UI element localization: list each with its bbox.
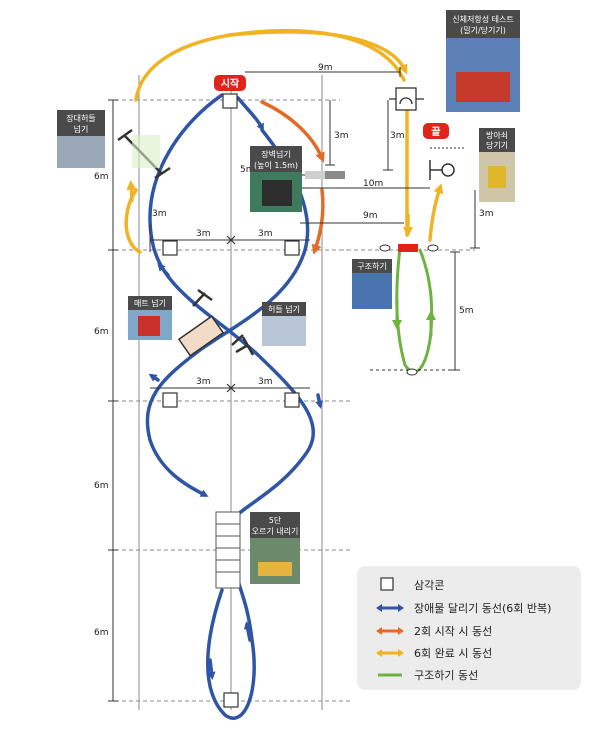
station-mat: 매트 넘기 [128,296,172,340]
cone-bottom [223,692,239,708]
track-lines [138,75,323,710]
dim-9m-mid: 9m [363,211,378,221]
firearm-line2: 당기기 [486,140,508,150]
cone-r1-right [284,240,300,256]
rescue-start [379,244,439,376]
legend-cone-icon [380,577,394,591]
start-label: 시작 [221,77,240,90]
yellow-route [124,29,444,254]
fitness-device [389,87,424,111]
legend-cone: 삼각콘 [414,579,444,592]
rescue-photo [352,273,392,309]
hurdle-big-line2: 넘기 [74,124,89,134]
end-label: 끝 [431,126,440,138]
station-fitness: 신체저항성 테스트 (밀기/당기기) [446,10,520,112]
dim-3m-b: 3m [390,131,405,141]
cone-start [222,93,238,109]
hurdle-line1: 허들 넘기 [268,304,300,314]
rescue-line1: 구조하기 [357,261,386,271]
fitness-line2: (밀기/당기기) [460,25,506,35]
dim-10m: 10m [363,179,383,189]
hurdle-big-photo [57,136,105,168]
wall-line2: (높이 1.5m) [254,160,298,170]
dim-3m-right: 3m [479,209,494,219]
steps-line2: 오르기 내리기 [252,527,299,536]
dim-6m-3: 6m [94,481,109,491]
hurdle-photo [262,316,306,346]
station-wall: 장벽넘기 (높이 1.5m) [250,146,302,212]
mat-obstacle [177,288,225,357]
steps-line1: 5단 [269,515,282,525]
dim-3m-row2-left: 3m [196,377,211,387]
dim-3m-left: 3m [152,209,167,219]
steps-photo [250,538,300,584]
dim-3m-row2-right: 3m [258,377,273,387]
legend: 삼각콘 장애물 달리기 동선(6회 반복) 2회 시작 시 동선 6회 완료 시… [357,566,581,690]
wall-obstacle [305,171,345,179]
left-dimension [108,99,118,702]
measure-lines [149,67,480,389]
legend-blue: 장애물 달리기 동선(6회 반복) [414,602,551,615]
hurdle-big-line1: 장대허들 [66,113,95,123]
wall-line1: 장벽넘기 [261,149,290,159]
center-marks [226,235,236,393]
start-badge [214,75,246,91]
station-rescue: 구조하기 [352,259,392,309]
legend-orange: 2회 시작 시 동선 [414,625,492,638]
legend-green: 구조하기 동선 [414,668,478,682]
cone-r2-right [284,392,300,408]
firearm-station [429,160,455,180]
dim-3m-a: 3m [334,131,349,141]
fitness-line1: 신체저항성 테스트 [452,14,513,24]
hurdle-big [117,128,171,180]
station-firearm: 방아쇠 당기기 [479,128,515,202]
firearm-line1: 방아쇠 [486,130,508,140]
dim-3m-row1-right: 3m [258,229,273,239]
dim-6m-1: 6m [94,172,109,182]
station-hurdle: 허들 넘기 [262,302,306,346]
cone-r2-left [162,392,178,408]
end-badge [423,123,449,139]
blue-route [145,93,324,720]
hurdle-obstacle [231,334,255,356]
station-hurdle-big: 장대허들 넘기 [57,110,105,168]
green-route [392,246,436,374]
mat-line1: 매트 넘기 [134,298,166,308]
dim-3m-row1-left: 3m [196,229,211,239]
cone-r1-left [162,240,178,256]
dim-5m-green: 5m [459,306,474,316]
dim-6m-4: 6m [94,628,109,638]
orange-route [260,100,325,255]
legend-yellow: 6회 완료 시 동선 [414,647,492,660]
legend-box [357,566,581,690]
steps-obstacle [215,511,241,589]
dim-5m: 5m [240,165,255,175]
station-steps: 5단 오르기 내리기 [250,512,300,584]
dim-9m-top: 9m [318,63,333,73]
dim-6m-2: 6m [94,327,109,337]
